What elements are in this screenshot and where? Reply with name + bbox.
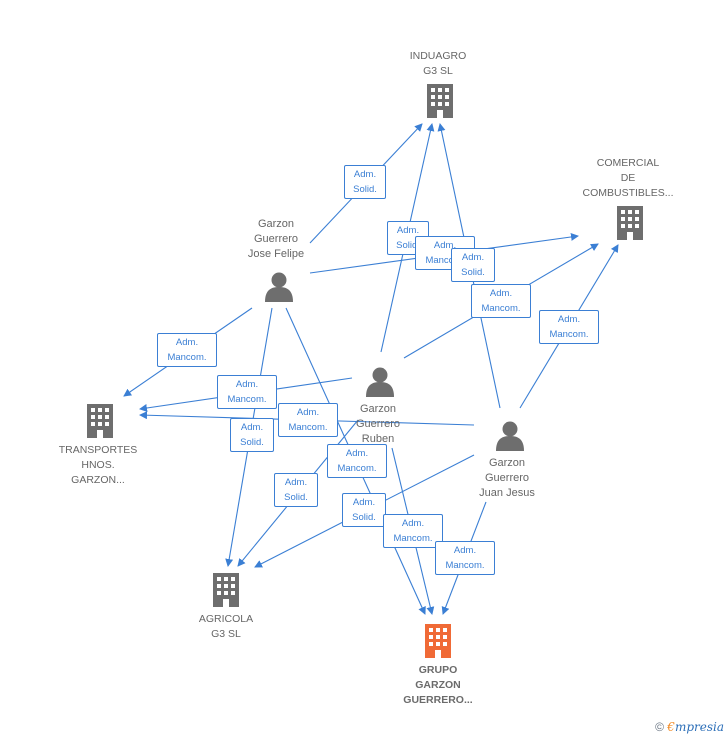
company-label-agricola[interactable]: AGRICOLA G3 SL bbox=[198, 613, 254, 640]
role-badge: Adm. Solid. bbox=[230, 418, 274, 452]
role-badge: Adm. Mancom. bbox=[278, 403, 338, 437]
person-label-jose-felipe[interactable]: Garzon Guerrero Jose Felipe bbox=[247, 218, 305, 260]
role-badge: Adm. Mancom. bbox=[157, 333, 217, 367]
copyright-icon: © bbox=[655, 720, 664, 734]
role-badge: Adm. Solid. bbox=[344, 165, 386, 199]
company-label-transportes[interactable]: TRANSPORTES HNOS. GARZON... bbox=[58, 444, 138, 486]
ruben-person-icon[interactable] bbox=[366, 367, 394, 398]
person-label-ruben[interactable]: Garzon Guerrero Ruben bbox=[355, 403, 401, 445]
role-badge: Adm. Solid. bbox=[451, 248, 495, 282]
role-badge: Adm. Mancom. bbox=[471, 284, 531, 318]
person-label-juan-jesus[interactable]: Garzon Guerrero Juan Jesus bbox=[479, 457, 535, 499]
company-label-induagro[interactable]: INDUAGRO G3 SL bbox=[409, 50, 467, 77]
role-badge: Adm. Mancom. bbox=[435, 541, 495, 575]
role-badge: Adm. Solid. bbox=[342, 493, 386, 527]
brand-logo[interactable]: €mpresia bbox=[667, 720, 724, 734]
comercial-building-icon[interactable] bbox=[617, 206, 643, 240]
role-badge: Adm. Mancom. bbox=[383, 514, 443, 548]
jose-felipe-person-icon[interactable] bbox=[265, 272, 293, 303]
transportes-building-icon[interactable] bbox=[87, 404, 113, 438]
role-badge: Adm. Mancom. bbox=[539, 310, 599, 344]
role-badge: Adm. Solid. bbox=[274, 473, 318, 507]
footer-copyright: © €mpresia bbox=[655, 720, 724, 734]
agricola-building-icon[interactable] bbox=[213, 573, 239, 607]
company-label-grupo[interactable]: GRUPO GARZON GUERRERO... bbox=[403, 664, 473, 706]
company-label-comercial[interactable]: COMERCIAL DE COMBUSTIBLES... bbox=[582, 157, 674, 199]
role-badge: Adm. Mancom. bbox=[327, 444, 387, 478]
induagro-building-icon[interactable] bbox=[427, 84, 453, 118]
juan-jesus-person-icon[interactable] bbox=[496, 421, 524, 452]
role-badge: Adm. Mancom. bbox=[217, 375, 277, 409]
grupo-building-icon[interactable] bbox=[425, 624, 451, 658]
